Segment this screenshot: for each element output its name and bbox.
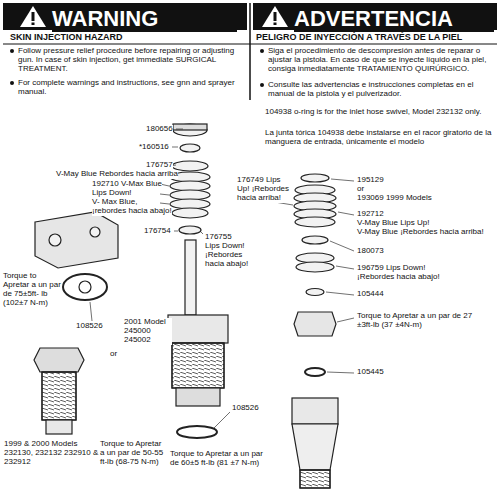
part-number: 105445 <box>357 368 384 377</box>
callout-label: 192710 V-Max Blue <box>92 180 162 189</box>
callout-label: ¡Rebordes hacia abajo! <box>357 273 440 282</box>
part-number: 180073 <box>357 247 384 256</box>
bullet <box>260 83 264 87</box>
note-text: La junta tórica 104938 debe instalarse e… <box>265 129 495 147</box>
callout-label: Torque to Apretar a un par de 75±5ft- lb… <box>3 272 61 308</box>
callout-label: Lips Down! <box>92 189 132 198</box>
part-number: 108526 <box>76 322 103 331</box>
warning-heading: WARNING <box>52 7 237 32</box>
note-text: 104938 o-ring is for the inlet hose swiv… <box>265 108 495 117</box>
callout-label: ¡rebordes hacia abajo! <box>92 207 172 216</box>
warning-heading: ADVERTENCIA <box>294 7 494 32</box>
callout-label: or <box>357 185 364 194</box>
callout-label: 176749 Lips Up! ¡Rebordes hacia arriba! <box>237 176 291 203</box>
bullet <box>10 81 14 85</box>
part-number: 195129 <box>357 176 384 185</box>
callout-label: ¡Rebordes hacia abajo! <box>205 251 260 269</box>
hazard-subheading: PELIGRO DE INYECCIÓN A TRAVÉS DE LA PIEL <box>256 32 496 42</box>
callout-label: 2001 Model 245000 245002 <box>124 318 172 345</box>
callout-label: Torque to Apretar a un par de 27 ±3ft-lb… <box>357 312 487 330</box>
hazard-subheading: SKIN INJECTION HAZARD <box>10 32 245 42</box>
part-number: *160516 <box>139 143 169 152</box>
callout-label: V-May Blue Rebordes hacia arriba <box>56 170 178 179</box>
callout-label: Lips Down! <box>205 242 245 251</box>
bullet <box>10 49 14 53</box>
callout-label: V-May Blue ¡Rebordes hacia arriba! <box>357 228 497 237</box>
warning-text: Follow pressure relief procedure before … <box>18 47 246 74</box>
callout-label: V- Max Blue, <box>92 198 137 207</box>
warning-text: Siga el procedimiento de descompresión a… <box>268 47 494 74</box>
part-number: 176755 <box>205 233 232 242</box>
callout-label: 1999 & 2000 Models 232130, 232132 232910… <box>4 440 99 467</box>
part-number: 176757 <box>146 161 173 170</box>
warning-text: For complete warnings and instructions, … <box>18 79 246 97</box>
callout-label: or <box>110 350 117 359</box>
part-number: 176754 <box>144 227 171 236</box>
callout-label: Torque to Apretar a un par de 60±5 ft-lb… <box>170 450 270 468</box>
warning-text: Consulte las advertencias e instruccione… <box>268 81 494 99</box>
callout-label: 196759 Lips Down! <box>357 264 426 273</box>
callout-label: Torque to Apretar a un par de 50-55 ft-l… <box>100 440 166 467</box>
callout-label: V-May Blue Lips Up! <box>357 219 429 228</box>
part-number: 180656 <box>146 125 173 134</box>
part-number: 192712 <box>357 210 384 219</box>
part-number: 108526 <box>232 404 259 413</box>
callout-label: 193069 1999 Models <box>357 194 432 203</box>
bullet <box>260 49 264 53</box>
part-number: 105444 <box>357 290 384 299</box>
